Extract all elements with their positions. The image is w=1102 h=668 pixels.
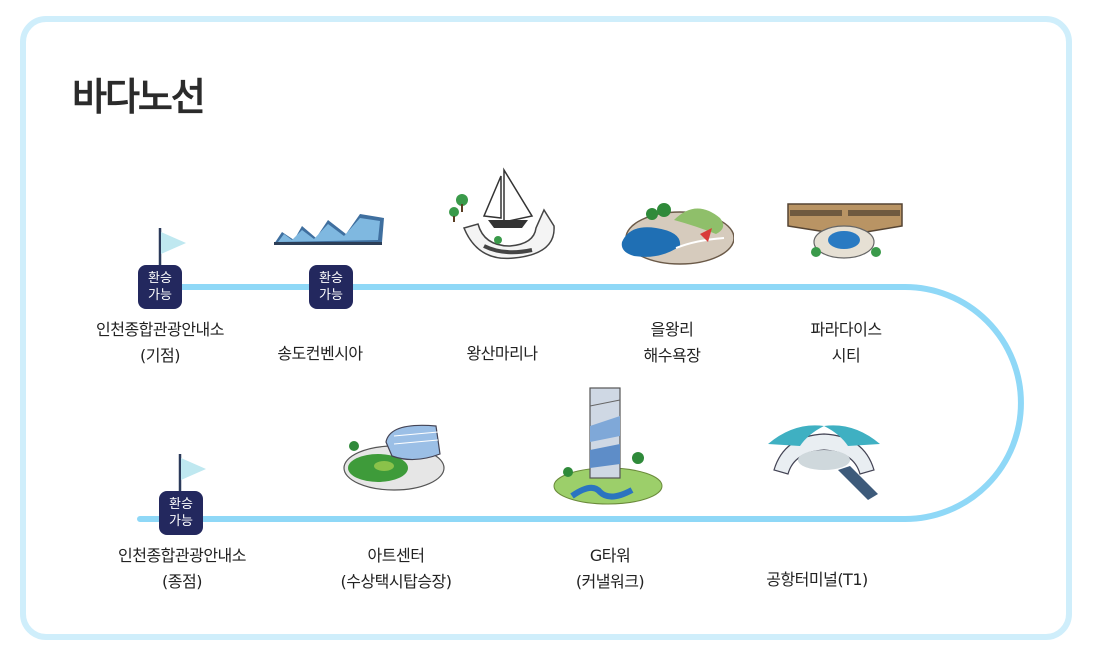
convention-center-icon <box>274 214 384 245</box>
page-title: 바다노선 <box>72 75 206 119</box>
transfer-badge-songdo: 환승 가능 <box>309 265 353 309</box>
g-tower-icon <box>553 387 663 505</box>
sailboat-marina-icon <box>449 167 555 260</box>
art-center-icon <box>343 424 445 491</box>
end-flag-icon <box>178 454 206 492</box>
transfer-badge-label: 환승 가능 <box>319 271 343 303</box>
beach-icon <box>621 203 734 265</box>
resort-hotel-icon <box>787 203 903 259</box>
transfer-badge-label: 환승 가능 <box>169 497 193 529</box>
route-panel-frame <box>20 16 1072 640</box>
transfer-badge-end: 환승 가능 <box>159 491 203 535</box>
stop-label-start[interactable]: 인천종합관광안내소 (기점) <box>96 320 224 365</box>
stop-label-wangsan-marina[interactable]: 왕산마리나 <box>466 344 538 363</box>
stop-label-airport-t1[interactable]: 공항터미널(T1) <box>766 570 868 589</box>
stop-label-paradise-city[interactable]: 파라다이스 시티 <box>810 320 882 365</box>
airport-terminal-icon <box>768 425 880 500</box>
stop-label-eurwangni-beach[interactable]: 을왕리 해수욕장 <box>643 320 701 365</box>
stop-label-art-center[interactable]: 아트센터 (수상택시탑승장) <box>340 546 452 591</box>
stop-label-end[interactable]: 인천종합관광안내소 (종점) <box>118 546 246 591</box>
transfer-badge-start: 환승 가능 <box>138 265 182 309</box>
start-flag-icon <box>158 228 186 266</box>
transfer-badge-label: 환승 가능 <box>148 271 172 303</box>
stop-label-songdo-convensia[interactable]: 송도컨벤시아 <box>277 344 363 363</box>
stop-label-g-tower[interactable]: G타워 (커낼워크) <box>575 546 645 591</box>
